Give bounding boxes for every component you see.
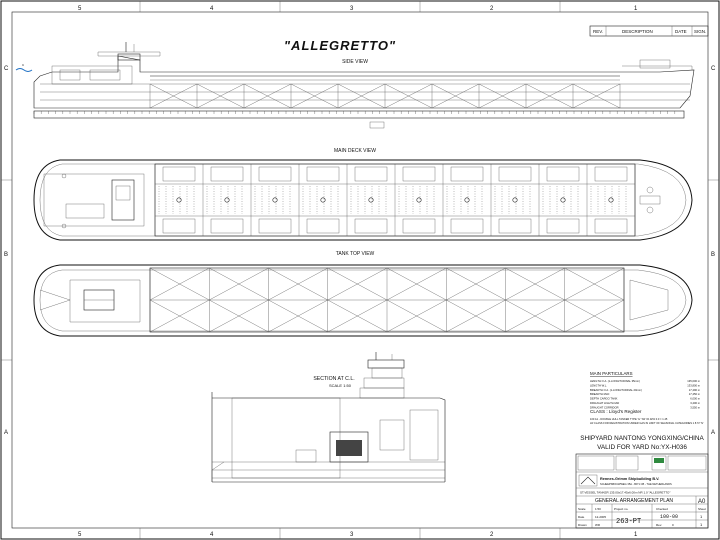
main-particulars-heading: MAIN PARTICULARS bbox=[590, 371, 633, 376]
title-block: Rennes-Grimm Shipbuilding B.V. SCHEEPSBO… bbox=[575, 453, 709, 529]
sheet-value: 1 bbox=[700, 514, 703, 519]
particular-value: 135,000 m bbox=[687, 379, 700, 383]
date-value: 12-2005 bbox=[595, 515, 606, 519]
rev-value: 0 bbox=[672, 523, 674, 527]
particular-value: 17,490 m bbox=[689, 388, 701, 392]
side-view-frame-scale bbox=[33, 110, 685, 119]
zone-col-5-bottom: 5 bbox=[78, 532, 82, 538]
rev-header: REV. bbox=[593, 29, 603, 34]
particular-label: DRAUGHT CORRIDOR bbox=[590, 405, 619, 409]
tank-top-view bbox=[33, 264, 693, 337]
side-view-cargo-bays bbox=[33, 83, 675, 114]
particular-label: LENGTH W.L. bbox=[590, 383, 607, 387]
inner-border bbox=[11, 11, 709, 529]
waterline-symbol bbox=[15, 68, 33, 72]
rev-label: Rev. bbox=[656, 523, 662, 527]
zone-col-4-bottom: 4 bbox=[210, 532, 214, 538]
plan-title: GENERAL ARRANGEMENT PLAN bbox=[595, 498, 673, 504]
zone-col-2-top: 2 bbox=[490, 6, 494, 12]
description-header: DESCRIPTION bbox=[622, 29, 653, 34]
particular-value: 6,000 m bbox=[690, 397, 700, 401]
side-view-label: SIDE VIEW bbox=[342, 59, 368, 65]
zone-row-b-left: B bbox=[4, 252, 8, 258]
zone-row-c-left: C bbox=[4, 66, 9, 72]
particular-value: 133,800 m bbox=[687, 383, 700, 387]
zone-row-b-right: B bbox=[711, 252, 715, 258]
zone-markers-top: 5 4 3 2 1 bbox=[78, 1, 638, 12]
svg-text:C: C bbox=[22, 63, 25, 67]
zone-col-3-bottom: 3 bbox=[350, 532, 354, 538]
particular-label: BREADTH MLD bbox=[590, 392, 609, 396]
particular-value: 3,550 m bbox=[690, 405, 700, 409]
checked-label: Checked bbox=[656, 507, 668, 511]
company-logo bbox=[578, 474, 598, 487]
zone-col-4-top: 4 bbox=[210, 6, 214, 12]
scale-value: 1:50 bbox=[595, 507, 601, 511]
section-view-label: SECTION AT C.L. bbox=[313, 376, 354, 382]
zone-row-a-left: A bbox=[4, 430, 8, 436]
sheet-size: A0 bbox=[698, 499, 706, 505]
tank-top-view-label: TANK TOP VIEW bbox=[336, 251, 375, 257]
zone-col-1-top: 1 bbox=[634, 6, 638, 12]
main-deck-view-label: MAIN DECK VIEW bbox=[334, 148, 376, 154]
revision-block: REV. DESCRIPTION DATE SIGN. bbox=[589, 25, 709, 37]
particular-value: 3,400 m bbox=[690, 401, 700, 405]
date-label: Date bbox=[578, 515, 585, 519]
side-view: C bbox=[15, 42, 695, 129]
approval-stamp bbox=[577, 455, 615, 471]
engine-room bbox=[69, 279, 141, 323]
zone-col-1-bottom: 1 bbox=[634, 532, 638, 538]
class-line-2: LR CLASS FOR REGISTRATION UNDER GAS IN L… bbox=[590, 421, 704, 425]
particular-label: DEPTH CARGO TANK bbox=[590, 397, 618, 401]
tank-top-grid bbox=[149, 267, 625, 333]
number-value: 100-00 bbox=[660, 514, 678, 520]
date-header: DATE bbox=[675, 29, 687, 34]
drawn-value: WR bbox=[595, 523, 601, 527]
scale-label: Scale bbox=[578, 507, 586, 511]
vessel-subtitle: ST.VESSEL TANKER 135.00x17.45x6.00m NR 1… bbox=[580, 491, 670, 495]
zone-col-5-top: 5 bbox=[78, 6, 82, 12]
section-view bbox=[211, 352, 446, 483]
project-label: Project no. bbox=[614, 507, 629, 511]
company-address: SCHEEPSBOUWWEG 35A - 8071 CB - THE NETHE… bbox=[600, 482, 672, 486]
particular-label: DRAUGHT LIGHTLOAD bbox=[590, 401, 619, 405]
zone-col-2-bottom: 2 bbox=[490, 532, 494, 538]
particular-label: BREADTH O.A. (1-LONGITUDINAL 20mm) bbox=[590, 388, 642, 392]
zone-markers-right: C B A bbox=[708, 66, 719, 436]
sheet-label: Sheet bbox=[698, 507, 706, 511]
particular-label: LENGTH O.A. (1-LONGITUDINAL 35mm) bbox=[590, 379, 640, 383]
wheelhouse bbox=[117, 53, 141, 61]
aft-accommodation bbox=[43, 173, 145, 227]
zone-row-c-right: C bbox=[711, 66, 716, 72]
sheet-of-value: 1 bbox=[700, 522, 703, 527]
zone-markers-left: C B A bbox=[1, 66, 12, 436]
class-stamp bbox=[651, 455, 667, 471]
main-deck-hull-outline bbox=[33, 159, 693, 241]
zone-col-3-top: 3 bbox=[350, 6, 354, 12]
section-scale-label: SCALE 1:50 bbox=[329, 383, 352, 388]
sign-header: SIGN. bbox=[694, 29, 706, 34]
particular-value: 17,450 m bbox=[689, 392, 701, 396]
tank-top-hull-outline bbox=[33, 264, 693, 337]
class-heading: CLASS : Lloyd's Register bbox=[590, 409, 642, 414]
section-wheelhouse bbox=[367, 359, 405, 369]
drawing-title: "ALLEGRETTO" bbox=[284, 38, 396, 53]
shipyard-line-1: SHIPYARD NANTONG YONGXING/CHINA bbox=[580, 435, 704, 442]
drawing-number: 263-PT bbox=[616, 518, 641, 526]
company-name: Rennes-Grimm Shipbuilding B.V. bbox=[600, 477, 659, 481]
main-deck-view bbox=[33, 159, 693, 241]
zone-markers-bottom: 5 4 3 2 1 bbox=[78, 528, 638, 539]
zone-row-a-right: A bbox=[711, 430, 715, 436]
class-line-1: 100 A1 - DOUBLE HULL TANKER TYPE 'G' 'N2… bbox=[590, 417, 668, 421]
shipyard-line-2: VALID FOR YARD No:YX-H036 bbox=[597, 444, 687, 451]
main-deck-tank-grid bbox=[154, 164, 636, 236]
main-particulars-table: MAIN PARTICULARS LENGTH O.A. (1-LONGITUD… bbox=[590, 371, 704, 425]
drawn-label: Drawn bbox=[578, 523, 587, 527]
bow-thruster-room bbox=[629, 279, 669, 321]
